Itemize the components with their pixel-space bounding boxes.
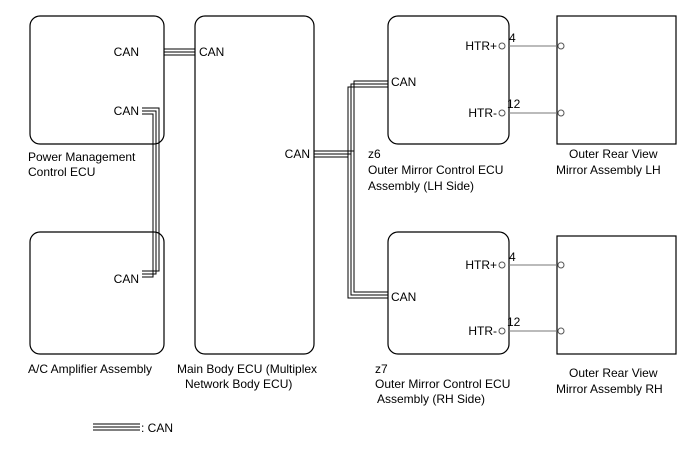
heater-wires-rh	[498, 261, 565, 335]
terminal-rh-minus	[557, 327, 565, 335]
power-management-ecu-box	[29, 15, 165, 145]
z6-code: z6	[368, 147, 381, 161]
z7-name-line2: Assembly (RH Side)	[377, 392, 485, 406]
z7-name-line1: Outer Mirror Control ECU	[375, 377, 510, 391]
legend-label: : CAN	[141, 421, 173, 435]
z6-name-line1: Outer Mirror Control ECU	[368, 163, 503, 177]
z7-htr-plus-label: HTR+	[465, 258, 497, 272]
terminal-z6-htr-plus	[498, 42, 506, 50]
mirror-rh-name-line1: Outer Rear View	[569, 366, 658, 380]
main-can-top-label: CAN	[199, 45, 224, 59]
ac-amplifier-box	[29, 231, 165, 355]
main-body-ecu-box	[194, 15, 315, 355]
terminal-z7-htr-plus	[498, 261, 506, 269]
mirror-lh-name-line1: Outer Rear View	[569, 147, 658, 161]
z6-pin-plus: 4	[509, 31, 516, 45]
z6-can-label: CAN	[391, 75, 416, 89]
z6-htr-minus-label: HTR-	[468, 106, 497, 120]
z6-htr-plus-label: HTR+	[465, 39, 497, 53]
legend-can-symbol	[93, 423, 140, 431]
pmc-can-bottom-label: CAN	[114, 104, 139, 118]
can-bus-main-mirrors	[314, 80, 388, 299]
z7-mirror-ecu-box	[387, 231, 510, 355]
terminal-lh-minus	[557, 109, 565, 117]
heater-wires-lh	[498, 42, 565, 117]
z7-code: z7	[375, 362, 388, 376]
ac-can-label: CAN	[114, 272, 139, 286]
terminal-rh-plus	[557, 261, 565, 269]
mirror-rh-name-line2: Mirror Assembly RH	[556, 382, 663, 396]
pmc-name-line1: Power Management	[28, 150, 136, 164]
terminal-z7-htr-minus	[498, 327, 506, 335]
pmc-can-top-label: CAN	[114, 45, 139, 59]
ac-name: A/C Amplifier Assembly	[28, 362, 152, 376]
mirror-rh-box	[556, 235, 677, 355]
pmc-name-line2: Control ECU	[28, 165, 95, 179]
terminal-z6-htr-minus	[498, 109, 506, 117]
z6-name-line2: Assembly (LH Side)	[368, 179, 474, 193]
main-name-line1: Main Body ECU (Multiplex	[177, 362, 317, 376]
can-bus-pmc-main	[164, 48, 195, 56]
mirror-lh-name-line2: Mirror Assembly LH	[556, 163, 661, 177]
z7-pin-minus: 12	[507, 315, 521, 329]
z7-can-label: CAN	[391, 290, 416, 304]
z6-pin-minus: 12	[507, 97, 521, 111]
main-can-right-label: CAN	[285, 147, 310, 161]
z7-pin-plus: 4	[509, 250, 516, 264]
mirror-lh-box	[556, 15, 677, 145]
main-name-line2: Network Body ECU)	[185, 377, 292, 391]
z7-htr-minus-label: HTR-	[468, 324, 497, 338]
can-bus-pmc-ac	[142, 107, 160, 278]
z6-mirror-ecu-box	[387, 15, 510, 145]
terminal-lh-plus	[557, 42, 565, 50]
